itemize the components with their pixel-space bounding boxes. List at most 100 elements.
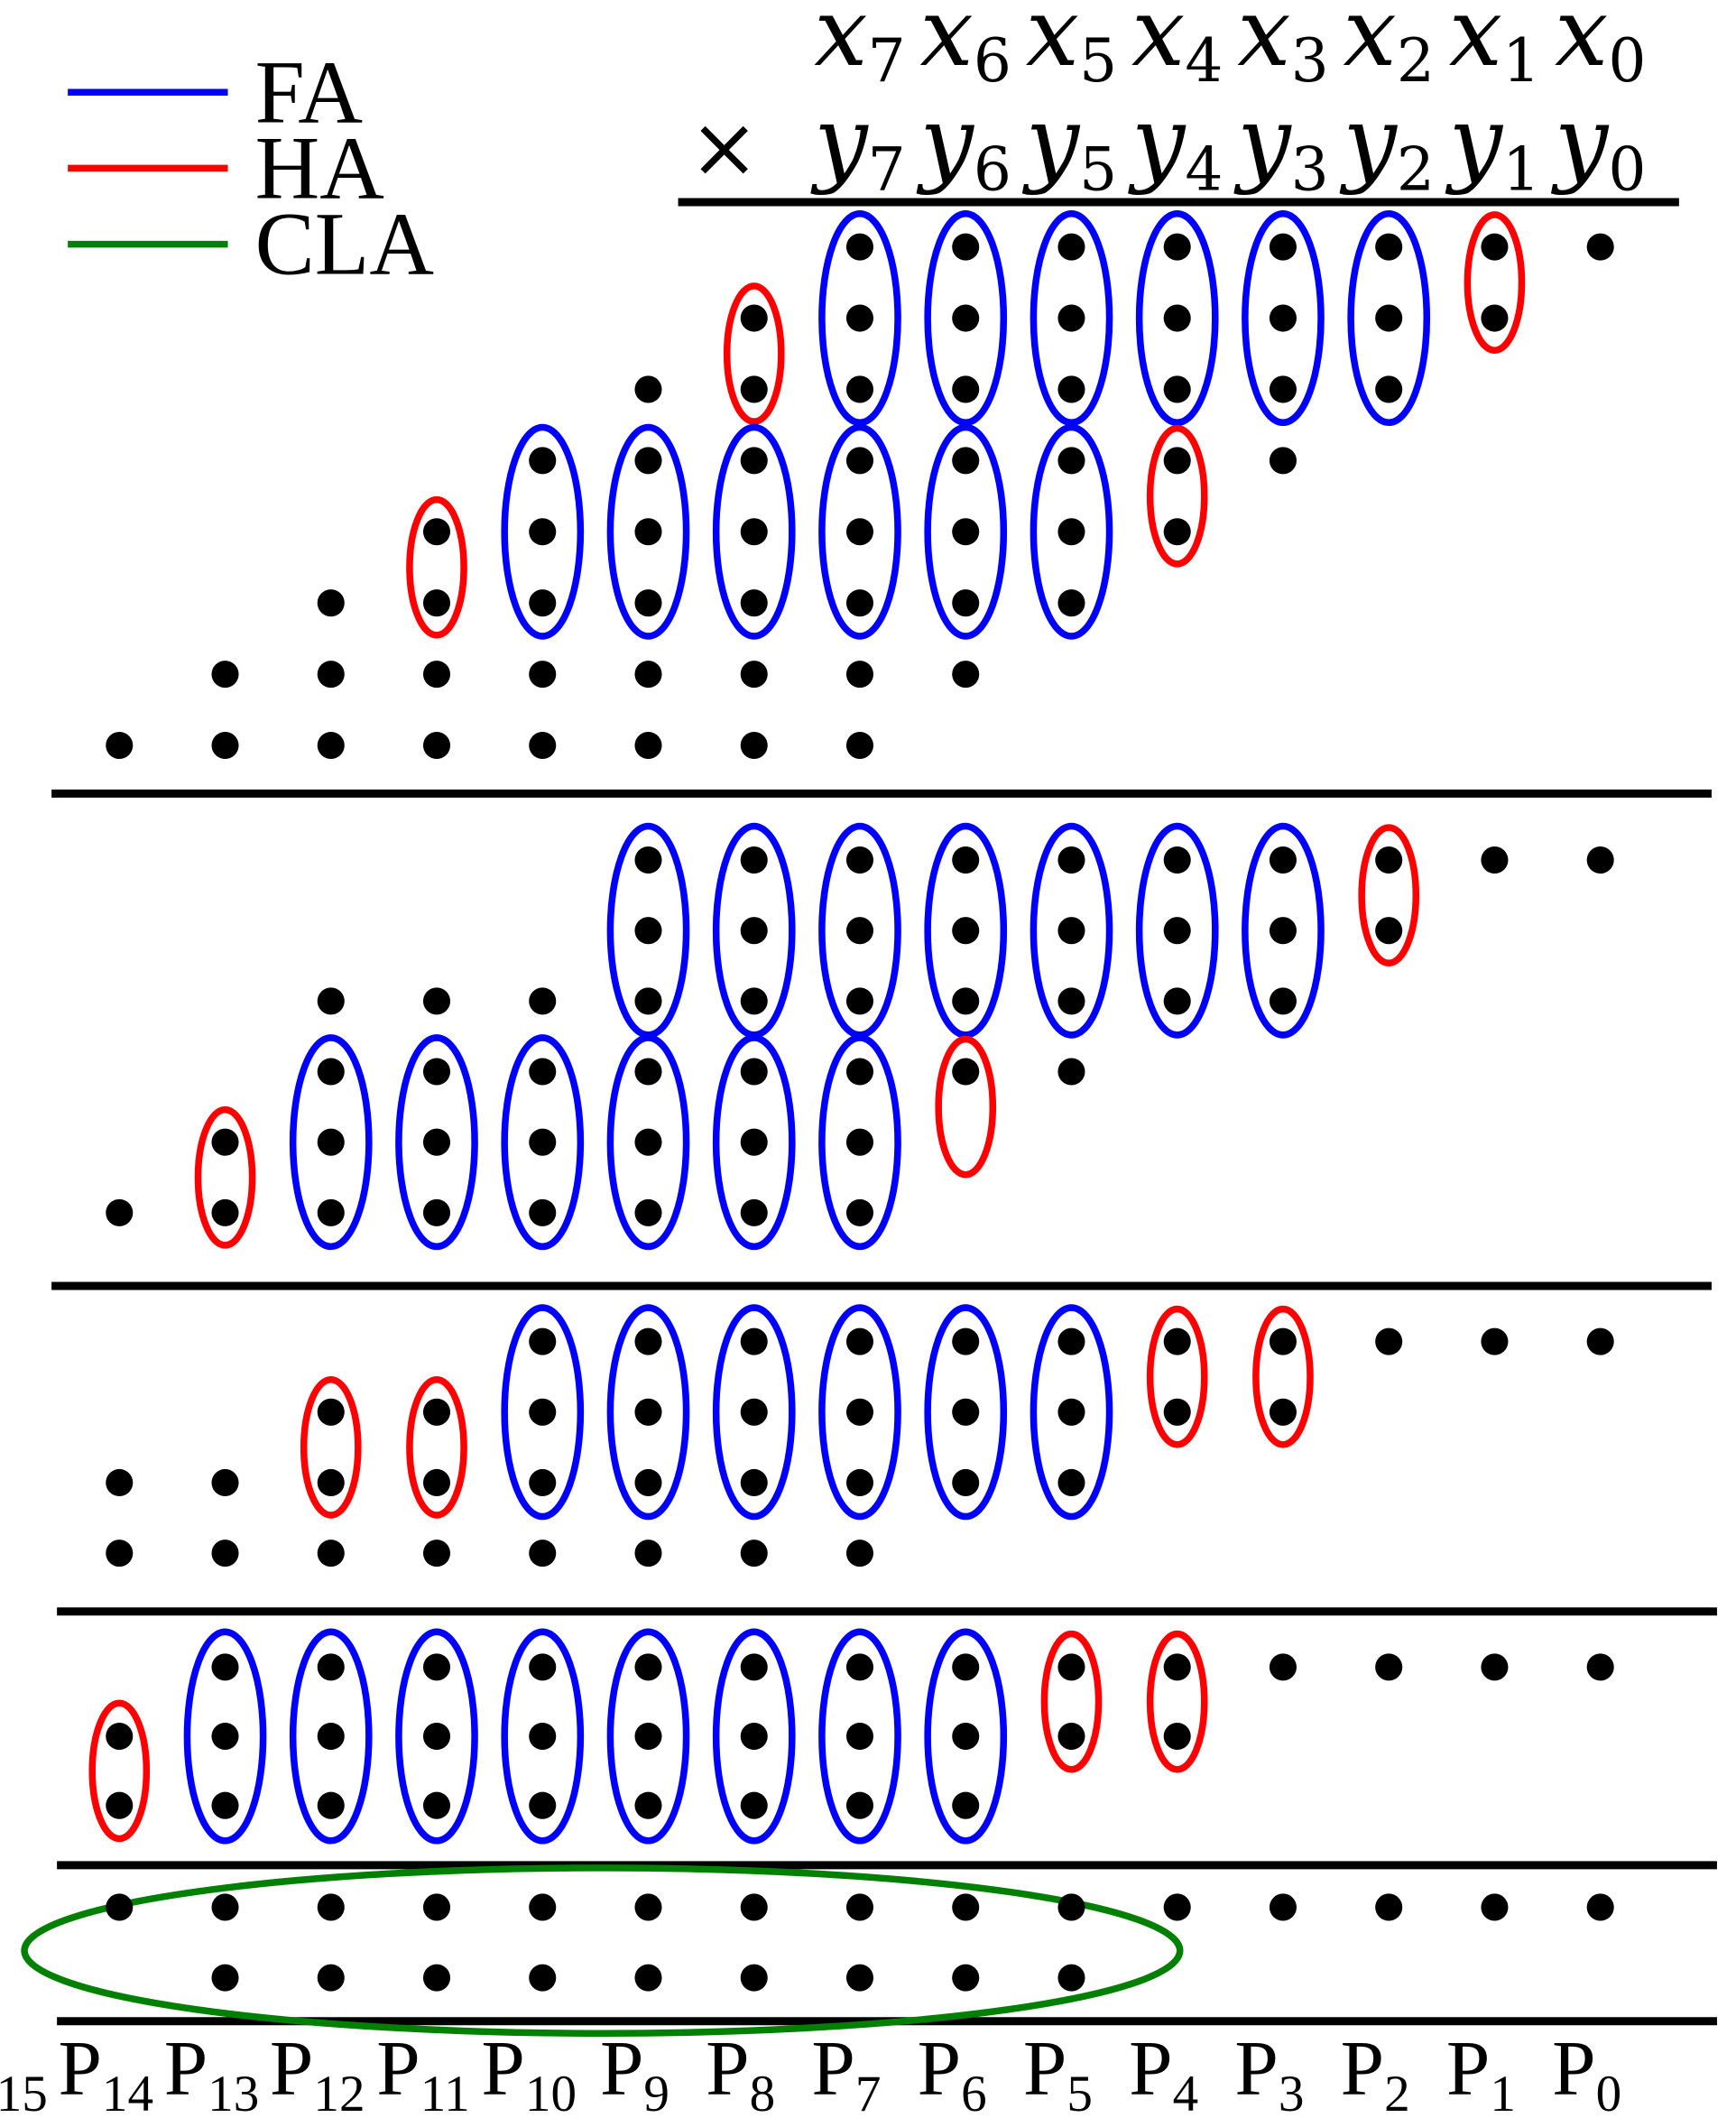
full-adder-group [183, 1628, 267, 1845]
bit-dot [1163, 1723, 1191, 1751]
bit-dot [529, 1128, 557, 1156]
full-adder-group [712, 1034, 796, 1251]
bit-dot [1163, 375, 1191, 403]
operand-x-2: x2 [1343, 0, 1434, 96]
bit-dot [317, 1791, 345, 1819]
bit-dot [1057, 1398, 1085, 1426]
bit-dot [211, 1723, 239, 1751]
bit-dot [1269, 1653, 1297, 1681]
product-bit-3: P3 [1234, 2024, 1304, 2122]
bit-dot [952, 1893, 980, 1921]
bit-dot [317, 1128, 345, 1156]
half-adder-group [1146, 1630, 1208, 1773]
full-adder-group [501, 1304, 585, 1521]
bit-dot [740, 1540, 768, 1568]
full-adder-group [818, 1628, 901, 1845]
bit-dot [422, 1128, 451, 1156]
bit-dot [106, 1198, 134, 1226]
bit-dot [845, 846, 874, 874]
bit-dot [1163, 233, 1191, 261]
bit-dot [634, 731, 662, 760]
full-adder-group [606, 423, 690, 640]
bit-dot [740, 375, 768, 403]
bit-dot [634, 1653, 662, 1681]
bit-dot [422, 1058, 451, 1086]
bit-dot [211, 1653, 239, 1681]
bit-dot [529, 447, 557, 475]
bit-dot [1481, 1327, 1509, 1355]
operand-x-5: x5 [1026, 0, 1117, 96]
bit-dot [422, 987, 451, 1015]
full-adder-group [1242, 822, 1325, 1039]
cla-group [21, 1864, 1184, 2037]
bit-dot [317, 731, 345, 760]
product-bit-0: P0 [1552, 2024, 1621, 2122]
bit-dot [529, 987, 557, 1015]
bit-dot [952, 1791, 980, 1819]
bit-dot [845, 589, 874, 617]
half-adder-group [935, 1035, 997, 1179]
bit-dot [1375, 304, 1403, 332]
bit-dot [1057, 846, 1085, 874]
bit-dot [634, 1058, 662, 1086]
half-adder-group [194, 1105, 256, 1249]
bit-dot [1586, 1653, 1614, 1681]
full-adder-group [818, 210, 901, 427]
bit-dot [740, 1398, 768, 1426]
adder-groups [21, 210, 1526, 2037]
bit-dot [1586, 233, 1614, 261]
product-bit-14: P14 [58, 2024, 153, 2122]
bit-dot [845, 518, 874, 546]
bit-dot [106, 731, 134, 760]
bit-dot [422, 1198, 451, 1226]
bit-dot [1057, 987, 1085, 1015]
bit-dot [1269, 233, 1297, 261]
half-adder-group [300, 1375, 362, 1519]
bit-dot [317, 589, 345, 617]
product-bit-13: P13 [164, 2024, 260, 2122]
bit-dot [1269, 987, 1297, 1015]
bit-dot [1269, 304, 1297, 332]
full-adder-group [606, 1034, 690, 1251]
bit-dot [529, 1540, 557, 1568]
bit-dot [740, 1468, 768, 1496]
bit-dot [1057, 1653, 1085, 1681]
bit-dot [740, 1128, 768, 1156]
full-adder-group [1135, 822, 1219, 1039]
bit-dot [634, 1964, 662, 1992]
product-bit-2: P2 [1341, 2024, 1410, 2122]
bit-dot [845, 375, 874, 403]
full-adder-group [606, 1304, 690, 1521]
operand-x-6: x6 [920, 0, 1011, 96]
partial-product-dots [106, 233, 1614, 1992]
bit-dot [634, 518, 662, 546]
full-adder-group [1030, 822, 1113, 1039]
bit-dot [845, 1893, 874, 1921]
half-adder-group [1146, 424, 1208, 568]
bit-dot [317, 987, 345, 1015]
bit-dot [740, 518, 768, 546]
bit-dot [952, 661, 980, 689]
bit-dot [740, 1653, 768, 1681]
bit-dot [1057, 1058, 1085, 1086]
bit-dot [634, 375, 662, 403]
bit-dot [211, 1468, 239, 1496]
bit-dot [1163, 1327, 1191, 1355]
bit-dot [634, 1468, 662, 1496]
bit-dot [211, 1791, 239, 1819]
bit-dot [740, 1893, 768, 1921]
bit-dot [1269, 1893, 1297, 1921]
bit-dot [952, 447, 980, 475]
bit-dot [422, 731, 451, 760]
bit-dot [740, 589, 768, 617]
bit-dot [1163, 304, 1191, 332]
bit-dot [1481, 846, 1509, 874]
product-bit-6: P6 [918, 2024, 987, 2122]
full-adder-group [818, 423, 901, 640]
bit-dot [845, 987, 874, 1015]
operand-x-0: x0 [1555, 0, 1646, 96]
bit-dot [1269, 375, 1297, 403]
full-adder-group [1030, 423, 1113, 640]
bit-dot [634, 1198, 662, 1226]
bit-dot [317, 1058, 345, 1086]
